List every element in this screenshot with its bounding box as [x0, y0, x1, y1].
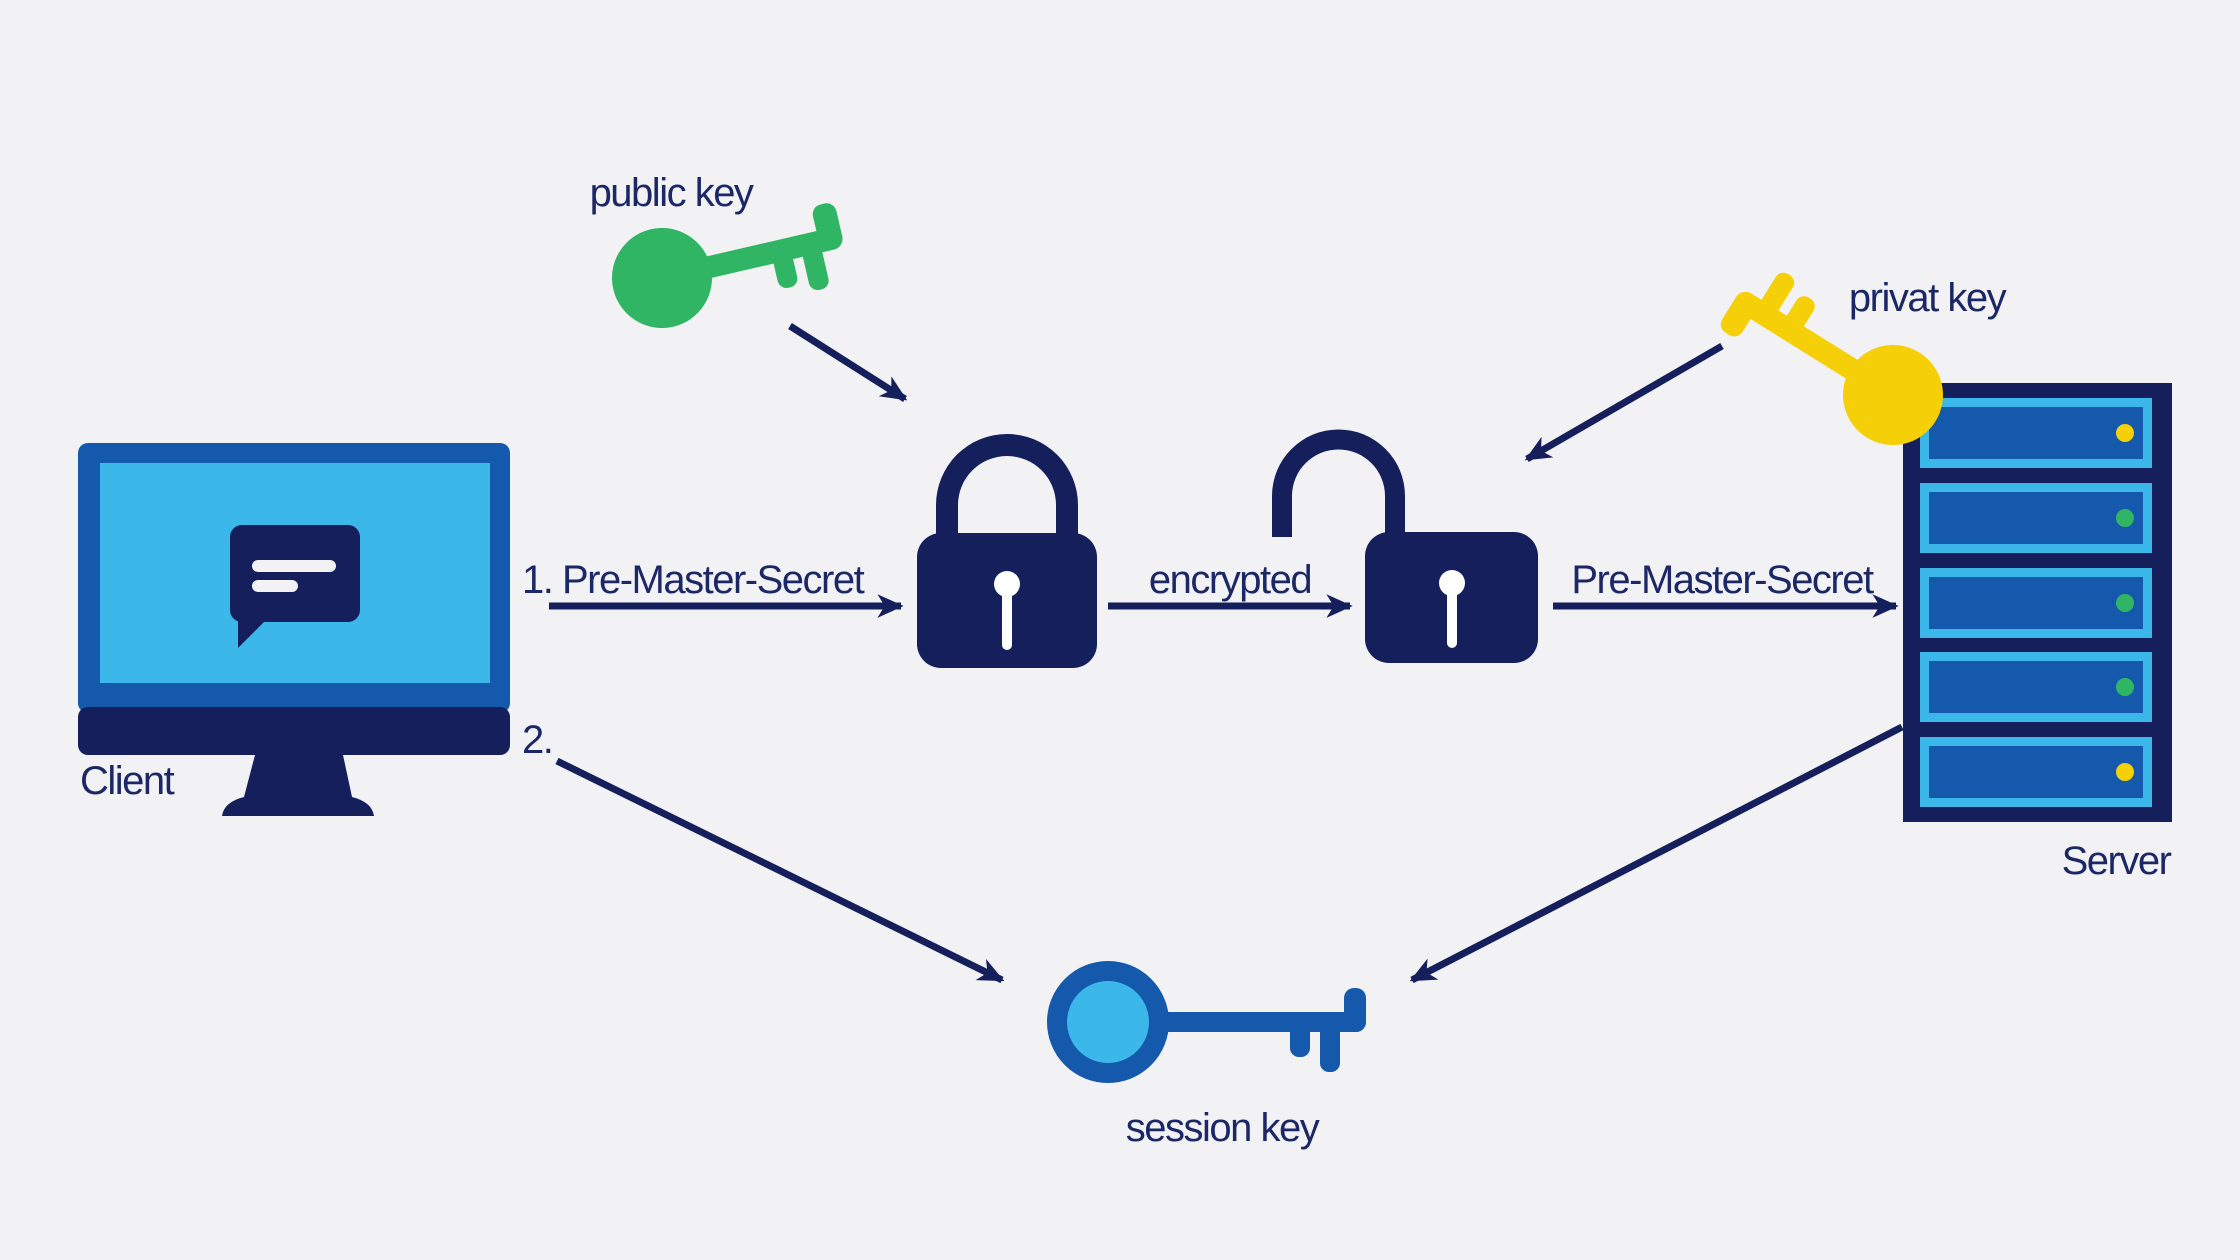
server-slot — [1920, 568, 2152, 638]
private-key-icon — [1720, 272, 1943, 445]
closed-padlock-icon — [917, 434, 1097, 668]
session-key-icon — [1047, 961, 1366, 1083]
server-led — [2116, 678, 2134, 696]
step2-number-label: 2. — [522, 718, 554, 762]
client-monitor-icon — [78, 443, 510, 816]
encrypted-label: encrypted — [1148, 558, 1313, 602]
session-key-label: session key — [1125, 1106, 1320, 1150]
public-key-label: public key — [589, 171, 754, 215]
server-slot — [1920, 483, 2152, 553]
step1-pre-master-secret-label: 1. Pre-Master-Secret — [522, 558, 865, 602]
monitor-stand — [222, 755, 374, 816]
server-slot — [1920, 652, 2152, 722]
open-padlock-icon — [1272, 429, 1538, 663]
server-led — [2116, 763, 2134, 781]
arrow-server-to-session-key — [1409, 723, 1904, 984]
arrow-public-key-to-lock — [788, 323, 908, 402]
arrow-private-key-to-open-lock — [1524, 342, 1724, 463]
server-slot — [1920, 737, 2152, 807]
server-led — [2116, 594, 2134, 612]
server-rack-icon — [1903, 383, 2172, 822]
pre-master-secret-right-label: Pre-Master-Secret — [1571, 558, 1874, 602]
client-label: Client — [80, 759, 175, 803]
keyhole — [1439, 570, 1465, 648]
arrow-client-to-session-key — [555, 757, 1005, 984]
keyhole — [994, 571, 1020, 650]
privat-key-label: privat key — [1848, 276, 2007, 320]
public-key-icon — [612, 203, 843, 328]
server-led — [2116, 509, 2134, 527]
server-slot — [1920, 398, 2152, 468]
server-led — [2116, 424, 2134, 442]
server-label: Server — [2061, 839, 2172, 883]
chat-bubble-icon — [230, 525, 360, 648]
